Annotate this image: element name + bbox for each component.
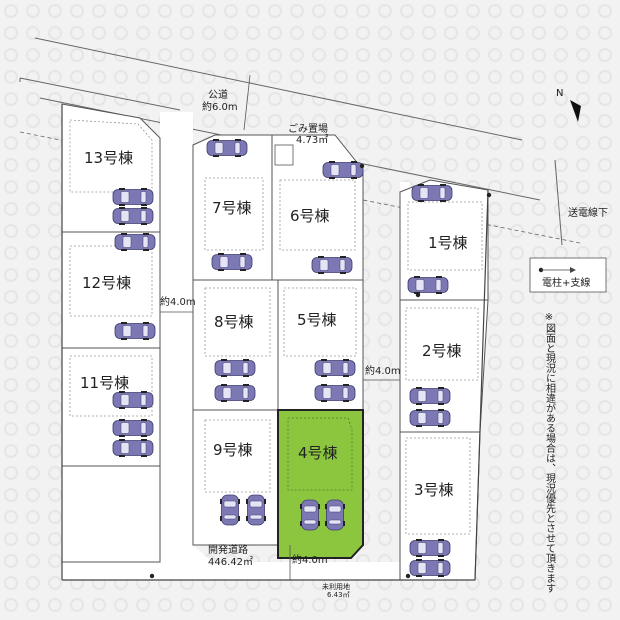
- lot-label-12: 12号棟: [82, 274, 131, 292]
- width-left: 約4.0m: [160, 295, 196, 308]
- lot-10-area: [61, 465, 161, 563]
- lot-label-3: 3号棟: [414, 481, 454, 499]
- unused-land-area: 6.43㎡: [327, 591, 350, 599]
- width-right: 約4.0m: [365, 364, 401, 377]
- garbage-label: ごみ置場: [288, 122, 328, 135]
- disclaimer-note: ※図面と現況に相違がある場合は、現況優先とさせて頂きます: [544, 312, 556, 593]
- width-bottom: 約4.0m: [292, 553, 328, 566]
- lot-9[interactable]: [192, 409, 279, 546]
- lot-label-7: 7号棟: [212, 199, 252, 217]
- pole-legend-label: 電柱+支線: [542, 276, 590, 289]
- unused-land-label: 未利用地: [322, 582, 350, 591]
- lot-label-4: 4号棟: [298, 444, 338, 462]
- lot-label-5: 5号棟: [297, 311, 337, 329]
- lot-label-9: 9号棟: [213, 441, 253, 459]
- lot-label-6: 6号棟: [290, 207, 330, 225]
- garbage-area: [274, 144, 294, 166]
- public-road-width: 約6.0m: [202, 100, 238, 113]
- dev-road-area: 446.42㎡: [208, 556, 253, 568]
- dimension-arrows: [160, 74, 400, 580]
- lot-label-2: 2号棟: [422, 342, 462, 360]
- lot-label-1: 1号棟: [428, 234, 468, 252]
- lot-3[interactable]: [399, 431, 481, 581]
- lot-1[interactable]: [399, 179, 489, 301]
- garbage-area-value: 4.73㎡: [296, 134, 328, 146]
- lot-label-13: 13号棟: [84, 149, 133, 167]
- lot-label-8: 8号棟: [214, 313, 254, 331]
- dev-road-label: 開発道路: [208, 543, 248, 556]
- lot-4[interactable]: [277, 409, 364, 559]
- utility-poles: [149, 163, 492, 579]
- compass-north: N: [556, 88, 563, 99]
- site-boundary: [61, 104, 489, 581]
- compass-arrow-icon: [570, 100, 581, 122]
- public-road-label: 公道: [208, 88, 228, 101]
- power-line-label: 送電線下: [568, 206, 608, 219]
- compass: N: [556, 88, 581, 122]
- pole-legend: 電柱+支線: [529, 257, 607, 293]
- lot-label-11: 11号棟: [80, 374, 129, 392]
